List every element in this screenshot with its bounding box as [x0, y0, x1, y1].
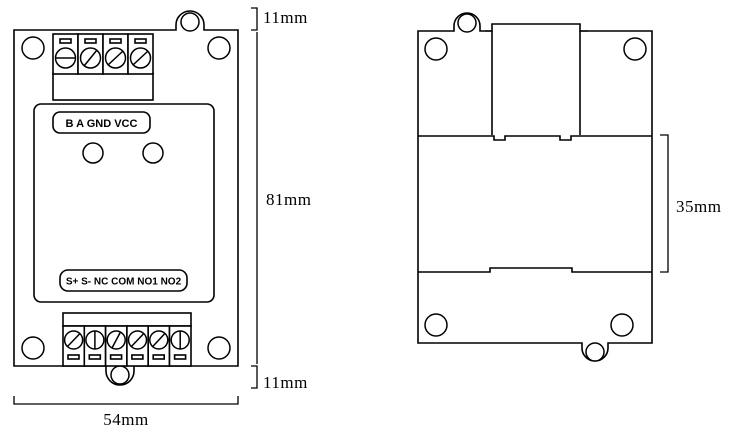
top-terminal-screw-2: [79, 47, 102, 69]
side-view-hole-bottom-right: [610, 313, 634, 337]
bottom-terminal-wire-slot-5: [152, 354, 165, 360]
top-terminal-screw-3: [104, 47, 127, 69]
bottom-pin-label-group: S+ S- NC COM NO1 NO2: [59, 269, 188, 292]
top-terminal-wire-slot-2: [84, 38, 97, 44]
mounting-hole-bottom-tab: [110, 365, 130, 385]
top-terminal-wire-slot-1: [59, 38, 72, 44]
led-indicator-2: [142, 142, 164, 164]
dimension-board-height: 81mm: [256, 32, 311, 364]
top-terminal-wire-slot-3: [109, 38, 122, 44]
dimension-board-height-text: 81mm: [266, 190, 311, 209]
dimension-board-width: 54mm: [13, 396, 239, 429]
top-terminal-screw-1: [54, 47, 77, 69]
bottom-terminal-wire-slot-6: [173, 354, 187, 360]
top-terminal-wire-slot-4: [134, 38, 147, 44]
front-view-board-outline: [13, 10, 239, 386]
side-view-lower-seam: [418, 267, 652, 273]
front-view-dimensions: 11mm 81mm 11mm 54mm: [13, 7, 311, 429]
bottom-terminal-screw-1: [63, 330, 84, 350]
side-view-hole-bottom-tab: [585, 342, 605, 362]
dimension-bottom-margin: 11mm: [251, 365, 308, 392]
bottom-terminal-screw-3: [106, 330, 126, 350]
top-pin-label-text: B A GND VCC: [66, 118, 138, 130]
side-view-body-outline: [417, 12, 653, 362]
top-pin-label-pill: [52, 111, 151, 134]
dimension-bottom-margin-text: 11mm: [263, 373, 308, 392]
bottom-pin-label-text: S+ S- NC COM NO1 NO2: [66, 277, 182, 288]
mounting-hole-bottom-right: [207, 336, 231, 360]
bottom-terminal-block: [62, 312, 192, 367]
side-view: [417, 12, 653, 362]
side-view-dimensions: 35mm: [660, 134, 721, 273]
mounting-hole-top-right: [207, 36, 231, 60]
led-indicator-1: [82, 142, 104, 164]
top-terminal-housing-lower: [52, 72, 154, 101]
bottom-pin-label-pill: [59, 269, 188, 292]
dimension-body-depth-text: 35mm: [676, 197, 721, 216]
side-view-upper-seam: [418, 135, 652, 141]
bottom-terminal-screw-4: [127, 330, 148, 350]
top-pin-label-group: B A GND VCC: [52, 111, 151, 134]
dimension-body-depth: 35mm: [660, 134, 721, 273]
front-view: B A GND VCC S+ S- NC COM NO1 NO2: [13, 10, 239, 386]
top-terminal-screw-4: [129, 47, 152, 69]
bottom-terminal-wire-slot-3: [109, 354, 123, 360]
mounting-hole-top-left: [21, 36, 45, 60]
bottom-terminal-screw-5: [149, 330, 169, 350]
mounting-hole-top-tab: [180, 12, 200, 32]
bottom-terminal-wire-slot-4: [131, 354, 144, 360]
top-terminal-block: [52, 33, 154, 101]
bottom-terminal-screw-6: [170, 330, 190, 350]
side-view-hole-top-left: [424, 37, 448, 61]
inner-board-cover: [33, 103, 215, 303]
side-view-hole-top-right: [623, 37, 647, 61]
side-view-hole-top-tab: [457, 13, 477, 33]
dimension-board-width-text: 54mm: [103, 410, 148, 429]
dimension-top-margin-text: 11mm: [263, 8, 308, 27]
dimension-top-margin: 11mm: [251, 7, 308, 31]
bottom-terminal-screw-2: [85, 330, 105, 350]
bottom-terminal-wire-slot-1: [67, 354, 80, 360]
side-view-hole-bottom-left: [424, 313, 448, 337]
mounting-hole-bottom-left: [21, 336, 45, 360]
bottom-terminal-wire-slot-2: [88, 354, 102, 360]
bottom-terminal-housing-upper: [62, 312, 192, 327]
